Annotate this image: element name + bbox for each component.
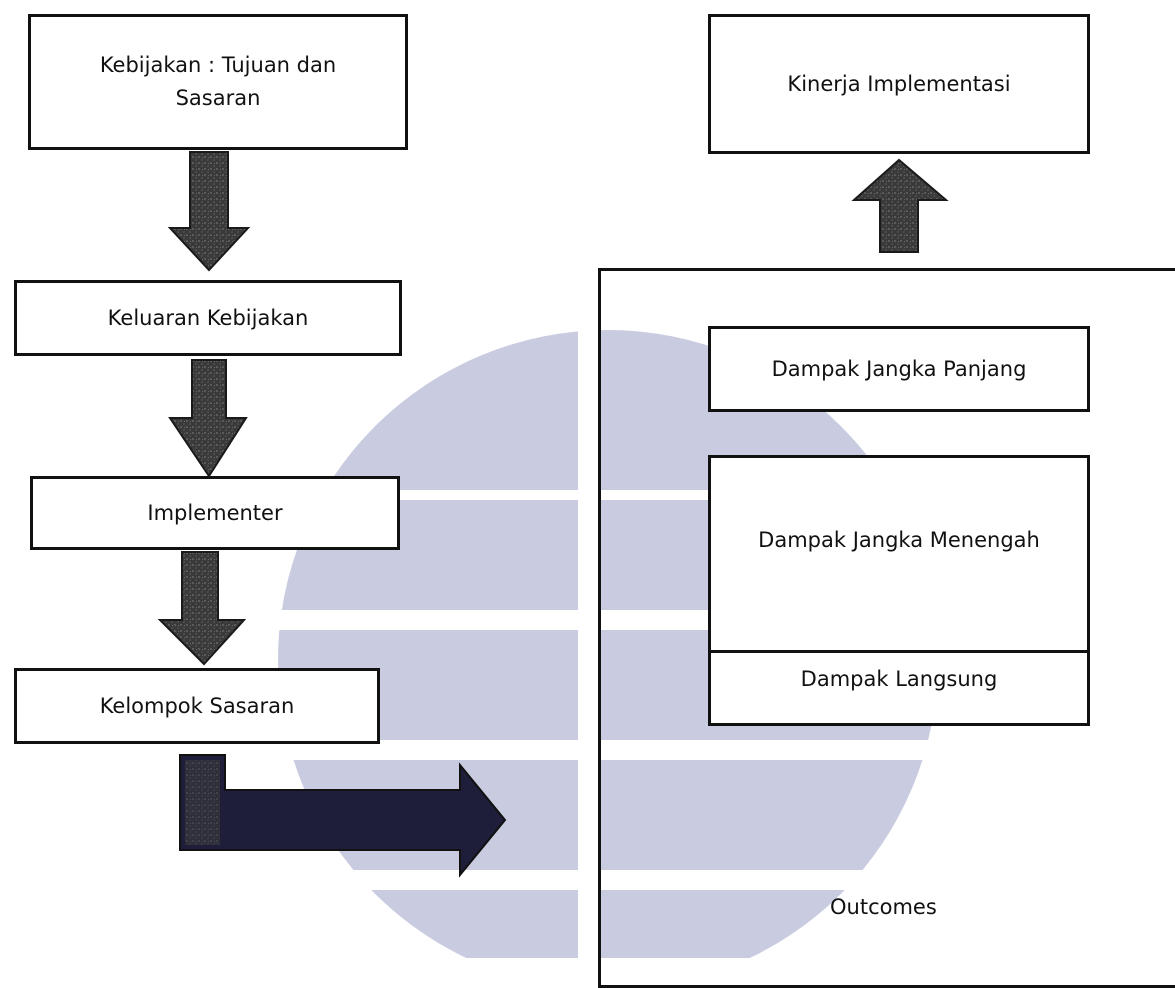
implementer-box: Implementer	[30, 476, 400, 550]
policy-objectives-line2: Sasaran	[175, 86, 261, 110]
target-group-label: Kelompok Sasaran	[99, 693, 295, 718]
direct-impact-label: Dampak Langsung	[800, 667, 998, 691]
policy-objectives-line1: Kebijakan : Tujuan dan	[99, 53, 337, 78]
outcomes-label: Outcomes	[830, 895, 937, 919]
policy-objectives-box: Kebijakan : Tujuan dan Sasaran	[28, 14, 408, 150]
target-group-box: Kelompok Sasaran	[14, 668, 380, 744]
up-arrow	[851, 158, 949, 253]
medium-term-impact-box: Dampak Jangka Menengah	[708, 455, 1090, 655]
policy-output-label: Keluaran Kebijakan	[107, 305, 309, 330]
implementation-performance-label: Kinerja Implementasi	[787, 71, 1011, 96]
long-term-impact-label: Dampak Jangka Panjang	[771, 356, 1027, 381]
bent-right-arrow	[179, 754, 507, 878]
direct-impact-box: Dampak Langsung	[708, 650, 1090, 726]
down-arrow-1	[167, 151, 251, 272]
implementation-performance-box: Kinerja Implementasi	[708, 14, 1090, 154]
down-arrow-2	[168, 359, 248, 478]
medium-term-impact-label: Dampak Jangka Menengah	[758, 528, 1040, 552]
implementer-label: Implementer	[147, 500, 283, 525]
policy-output-box: Keluaran Kebijakan	[14, 280, 402, 356]
long-term-impact-box: Dampak Jangka Panjang	[708, 326, 1090, 412]
down-arrow-3	[157, 551, 247, 666]
